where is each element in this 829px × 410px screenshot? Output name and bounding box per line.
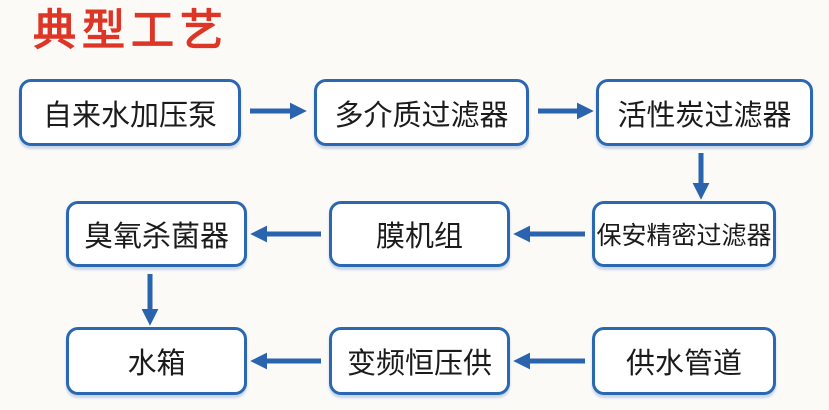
node-security-precision-filter: 保安精密过滤器: [592, 201, 776, 267]
node-water-tank: 水箱: [66, 327, 247, 395]
node-label: 水箱: [127, 348, 186, 380]
node-label: 臭氧杀菌器: [83, 221, 229, 253]
node-membrane-unit: 膜机组: [329, 201, 510, 267]
node-vfd-constant-pressure-supply: 变频恒压供: [329, 327, 510, 395]
page-title: 典型工艺: [33, 7, 229, 55]
node-label: 保安精密过滤器: [596, 222, 772, 250]
node-tap-water-pump: 自来水加压泵: [19, 79, 241, 146]
node-label: 供水管道: [625, 348, 742, 380]
node-label: 膜机组: [375, 221, 463, 253]
node-label: 自来水加压泵: [42, 99, 217, 132]
node-activated-carbon-filter: 活性炭过滤器: [596, 79, 813, 146]
node-label: 多介质过滤器: [334, 99, 509, 132]
node-label: 变频恒压供: [346, 348, 492, 380]
node-multimedia-filter: 多介质过滤器: [314, 79, 529, 146]
node-label: 活性炭过滤器: [617, 99, 792, 132]
node-water-supply-pipe: 供水管道: [592, 327, 776, 395]
node-ozone-sterilizer: 臭氧杀菌器: [66, 201, 247, 267]
